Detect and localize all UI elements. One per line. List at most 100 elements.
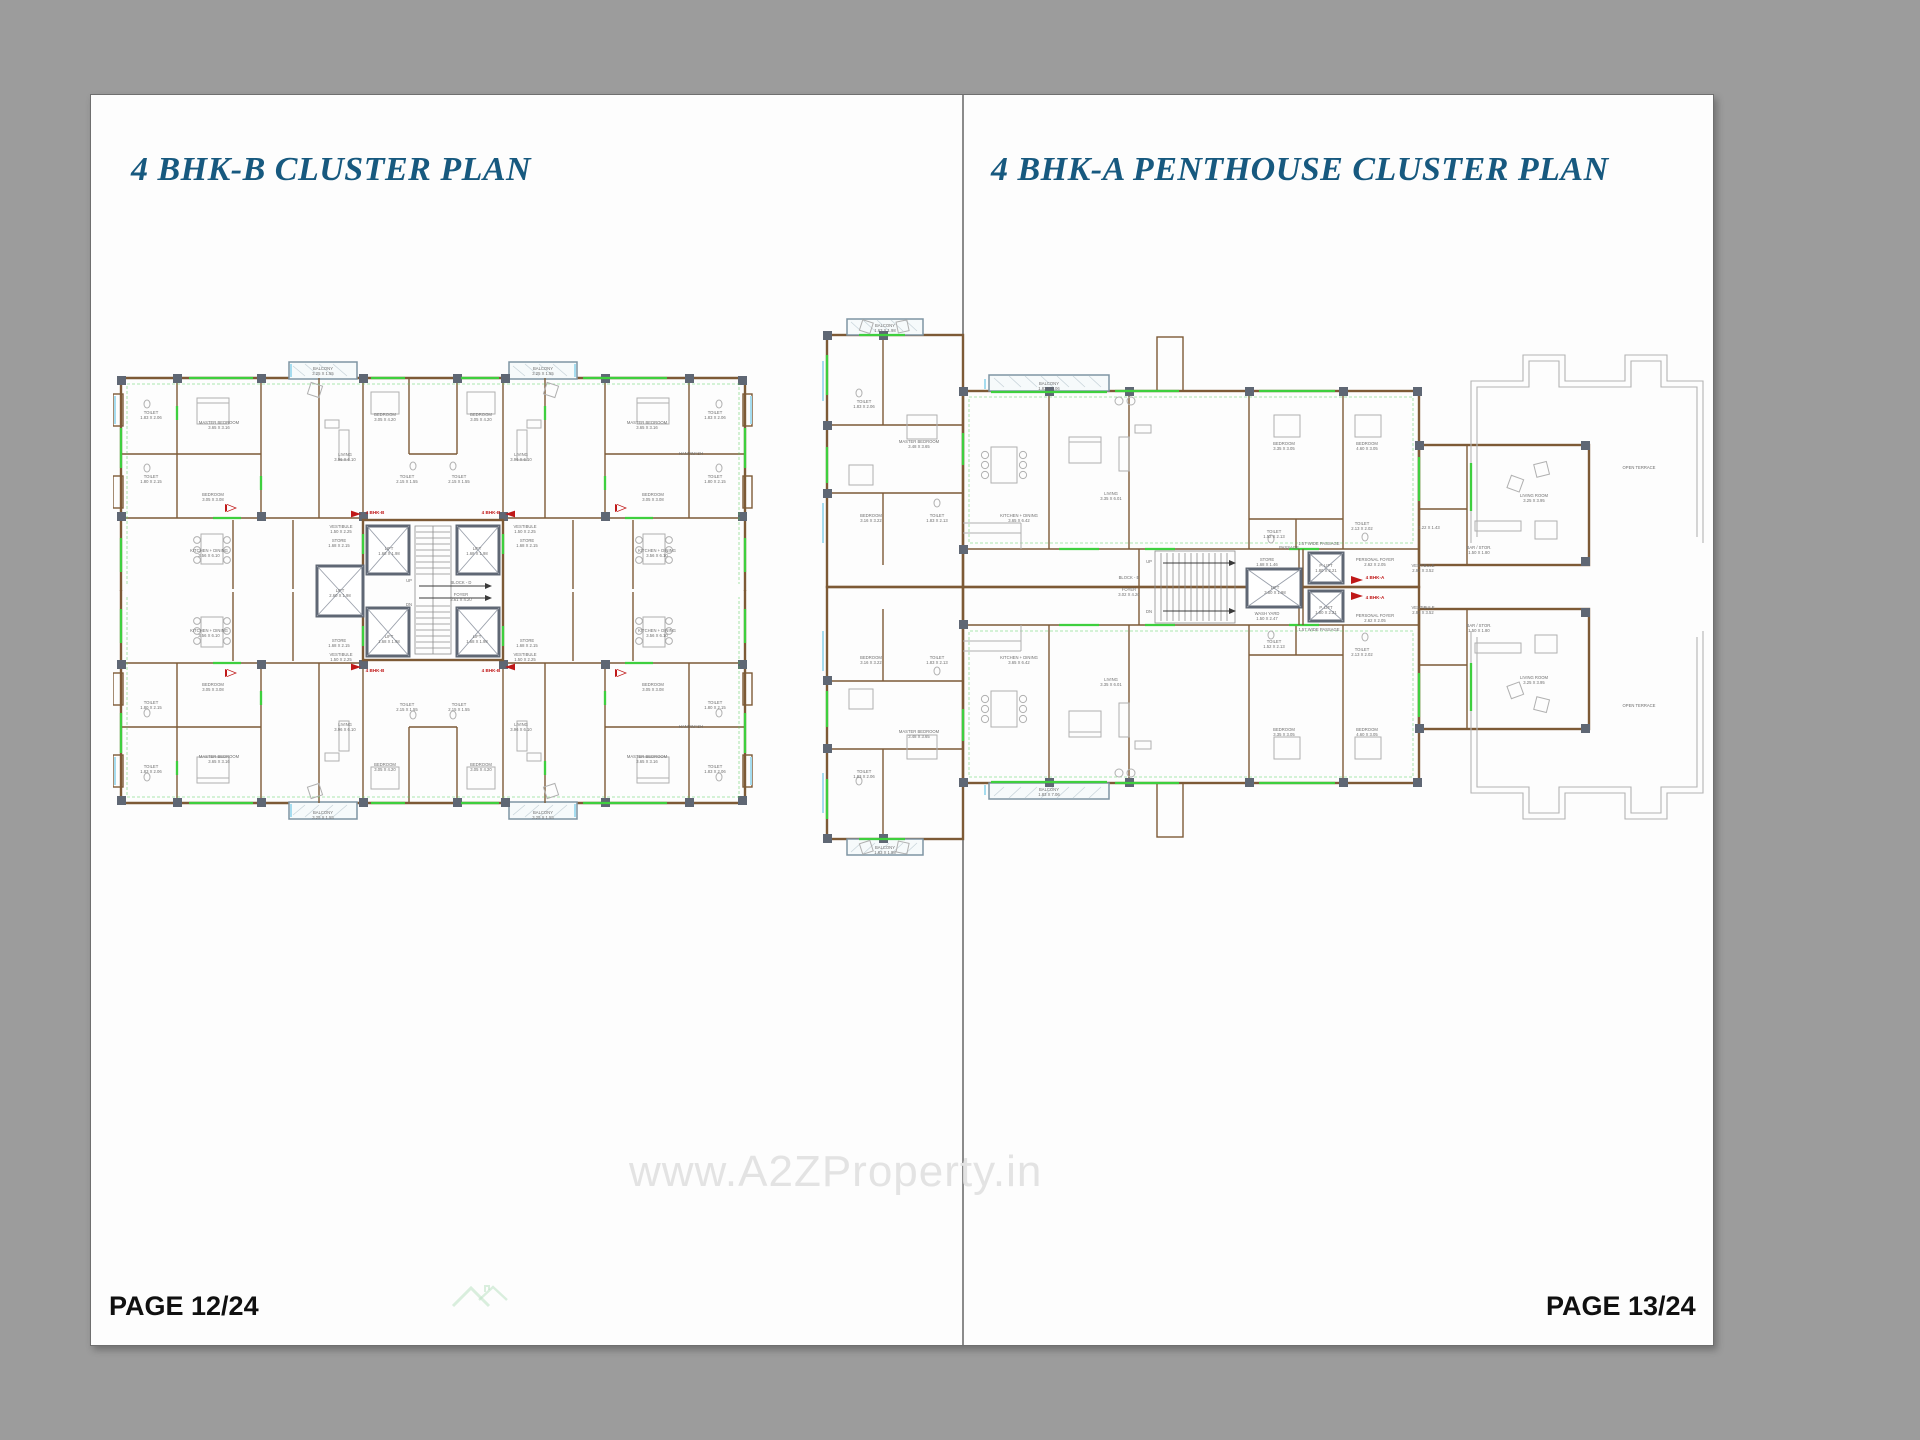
- room-label: UP: [1146, 559, 1152, 564]
- room-label: 4 BHK-A: [1366, 595, 1385, 600]
- room-label: 1.57 WIDE PASSAGE: [1298, 627, 1339, 632]
- staircase: [414, 525, 492, 655]
- room-label: BLOCK - D: [451, 580, 472, 585]
- room-label: 4 BHK-A: [1366, 575, 1385, 580]
- page-title-right: 4 BHK-A PENTHOUSE CLUSTER PLAN: [991, 151, 1609, 188]
- central-core: [1138, 547, 1363, 627]
- room-label: 1.57 WIDE PASSAGE: [1298, 541, 1339, 546]
- unit-entry-arrows: [1351, 576, 1363, 600]
- room-label: OPEN TERRACE: [1623, 703, 1656, 708]
- room-label: 1.22 X 1.43: [1418, 525, 1440, 530]
- room-label: HANDWASH: [679, 724, 703, 729]
- central-core: [315, 518, 505, 662]
- room-label: 4 BHK-B: [482, 510, 501, 515]
- room-label: 4 BHK-B: [482, 668, 501, 673]
- room-label: HANDWASH: [679, 451, 703, 456]
- room-label: UP: [406, 578, 412, 583]
- room-label: BAR / STOR.1.50 X 1.80: [1467, 623, 1492, 633]
- room-label: BAR / STOR.1.50 X 1.80: [1467, 545, 1492, 555]
- page-number-right: PAGE 13/24: [1546, 1291, 1696, 1321]
- watermark-url: www.A2ZProperty.in: [629, 1147, 1043, 1196]
- page-title-left: 4 BHK-B CLUSTER PLAN: [131, 151, 532, 188]
- room-label: OPEN TERRACE: [1623, 465, 1656, 470]
- room-label: 4 BHK-B: [366, 510, 385, 515]
- room-label: DN: [1146, 609, 1152, 614]
- two-page-spread: 4 BHK-B CLUSTER PLAN 4 BHK-A PENTHOUSE C…: [90, 94, 1714, 1346]
- page-number-left: PAGE 12/24: [109, 1291, 259, 1321]
- house-roof-icon: [451, 1285, 508, 1308]
